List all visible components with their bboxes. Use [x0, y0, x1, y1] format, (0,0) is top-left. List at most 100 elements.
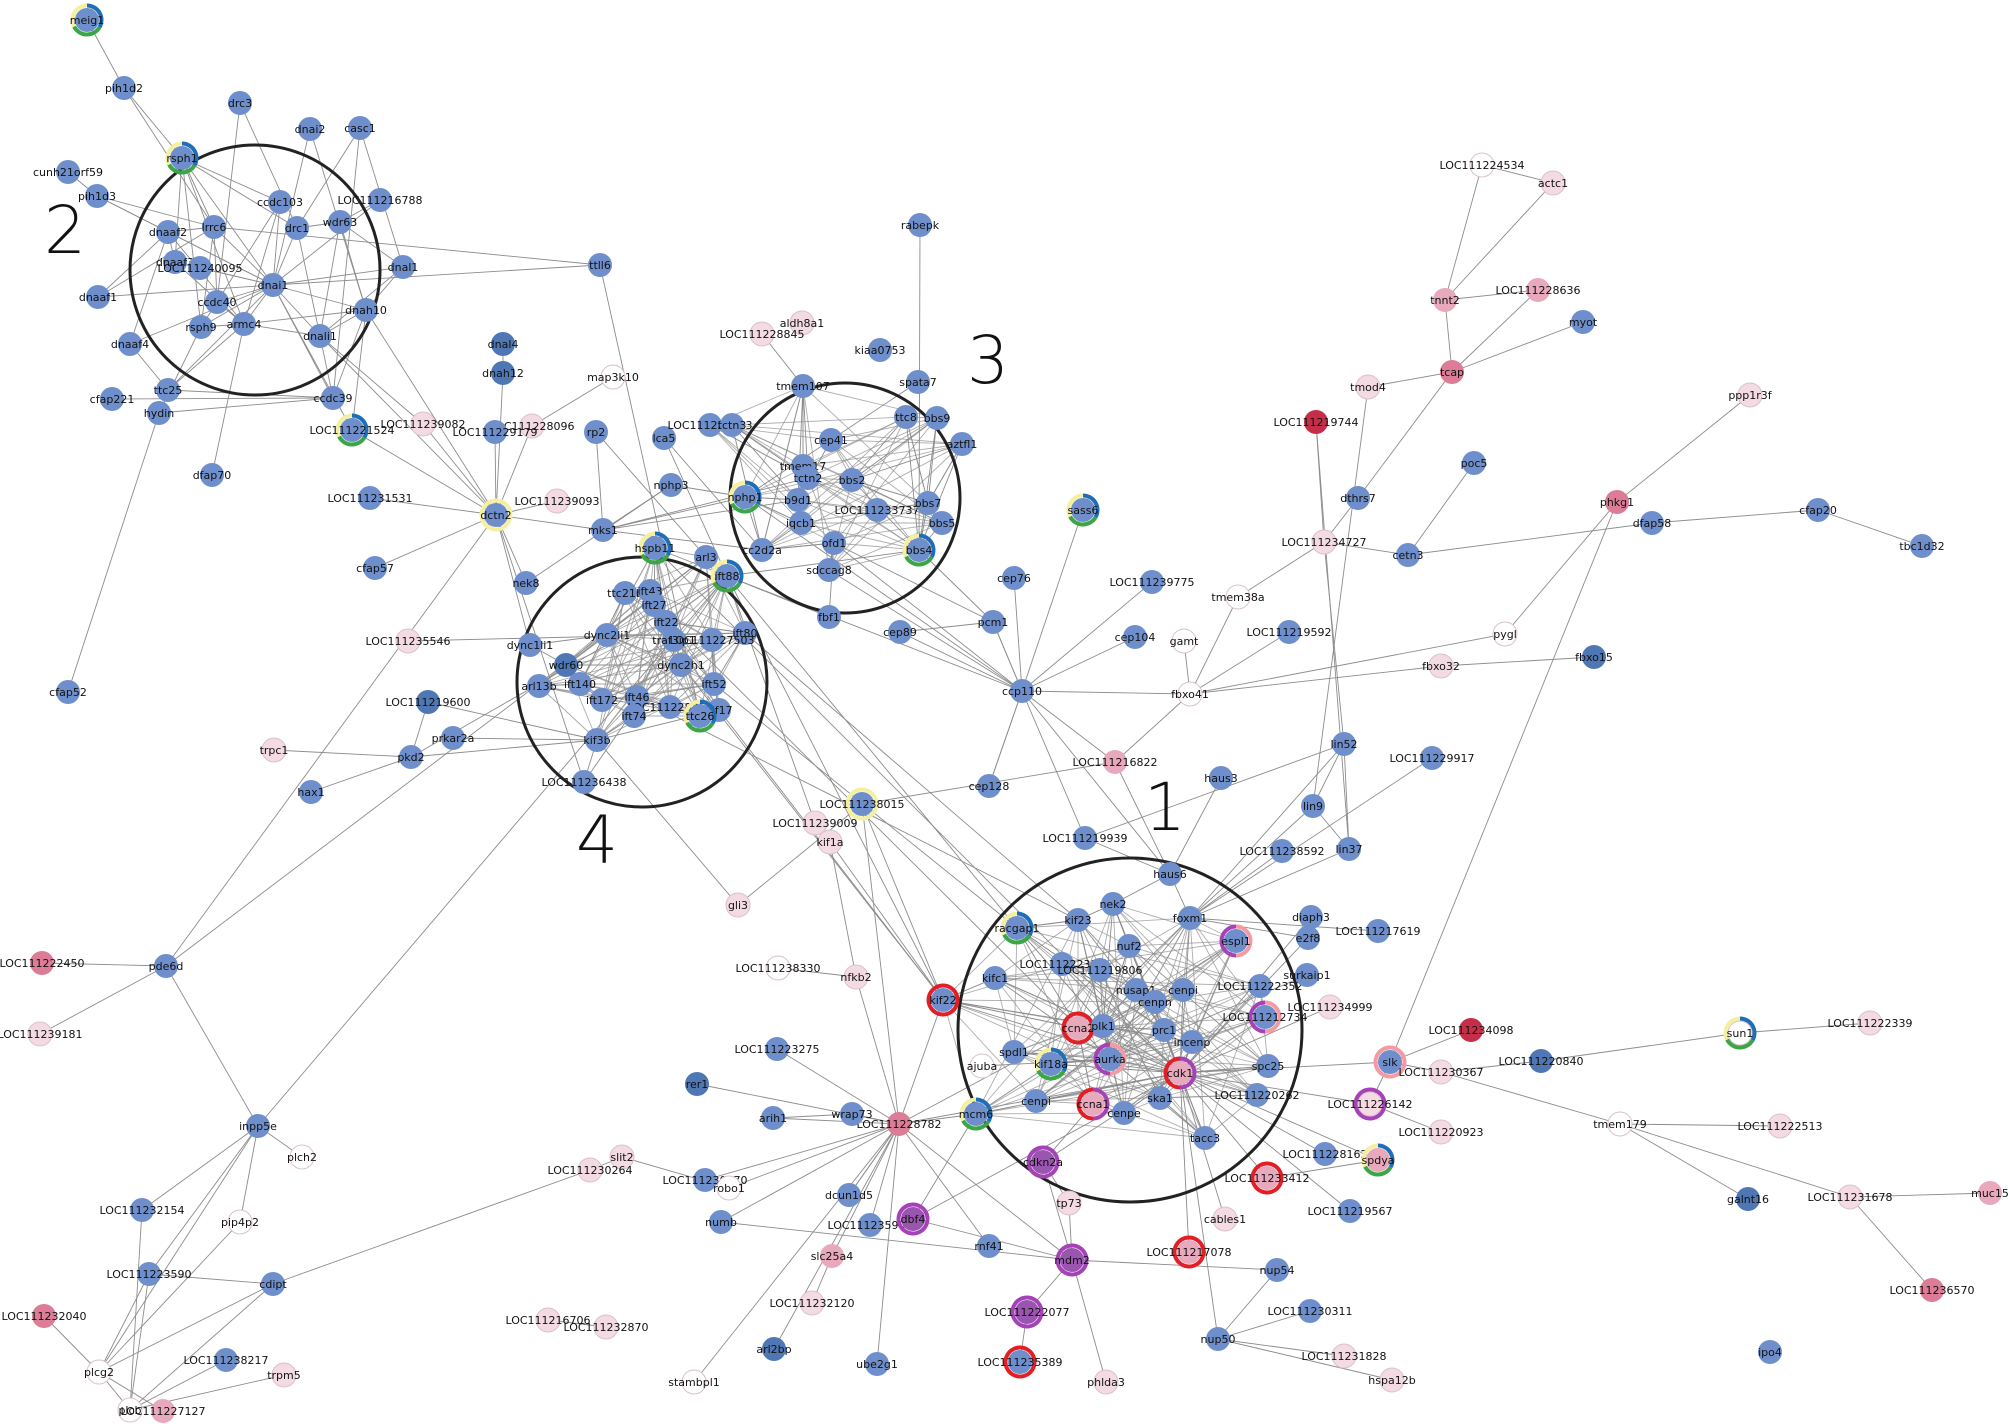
node-loc111235902[interactable]: LOC111235902 — [827, 1213, 913, 1237]
node-poc5[interactable]: poc5 — [1461, 451, 1488, 475]
node-loc111230264[interactable]: LOC111230264 — [547, 1157, 633, 1183]
node-dcun1d5[interactable]: dcun1d5 — [825, 1183, 873, 1207]
node-loc111220923[interactable]: LOC111220923 — [1398, 1119, 1484, 1145]
node-cep76[interactable]: cep76 — [997, 566, 1031, 590]
node-dnaaf1[interactable]: dnaaf1 — [79, 285, 117, 309]
node-pih1d2[interactable]: pih1d2 — [105, 76, 143, 100]
node-loc111222077[interactable]: LOC111222077 — [984, 1295, 1070, 1329]
node-haus6[interactable]: haus6 — [1153, 862, 1187, 886]
node-nphp3[interactable]: nphp3 — [654, 473, 689, 497]
node-bbs2[interactable]: bbs2 — [839, 468, 866, 492]
node-loc111232870[interactable]: LOC111232870 — [563, 1314, 649, 1340]
node-ift140[interactable]: ift140 — [564, 672, 596, 696]
node-ccdc40[interactable]: ccdc40 — [197, 290, 237, 314]
node-loc111222450[interactable]: LOC111222450 — [0, 951, 85, 975]
node-ift172[interactable]: ift172 — [586, 688, 618, 712]
node-loc111228636[interactable]: LOC111228636 — [1495, 278, 1581, 302]
node-loc111239093[interactable]: LOC111239093 — [514, 488, 600, 514]
node-kif1a[interactable]: kif1a — [816, 829, 844, 855]
node-nusap1[interactable]: nusap1 — [1116, 978, 1156, 1002]
node-spc25[interactable]: spc25 — [1252, 1054, 1285, 1078]
node-loc111232120[interactable]: LOC111232120 — [769, 1290, 855, 1316]
node-dbf4[interactable]: dbf4 — [896, 1202, 930, 1236]
node-ift80[interactable]: ift80 — [732, 621, 758, 645]
node-ift88[interactable]: ift88 — [710, 559, 744, 593]
node-loc111221524[interactable]: LOC111221524 — [309, 413, 395, 447]
node-inpp5e[interactable]: inpp5e — [239, 1114, 277, 1138]
node-wdr60[interactable]: wdr60 — [549, 653, 584, 677]
node-kif23[interactable]: kif23 — [1064, 908, 1092, 932]
node-kiaa0753[interactable]: kiaa0753 — [855, 338, 906, 362]
node-pkd2[interactable]: pkd2 — [397, 745, 425, 769]
node-loc111231531[interactable]: LOC111231531 — [327, 486, 413, 510]
node-pygl[interactable]: pygl — [1492, 621, 1518, 647]
node-kif22[interactable]: kif22 — [926, 983, 960, 1017]
node-loc111222513[interactable]: LOC111222513 — [1737, 1113, 1823, 1139]
node-tctn3[interactable]: tctn3 — [718, 413, 747, 437]
node-muc15[interactable]: muc15 — [1971, 1181, 2008, 1205]
node-tacc3[interactable]: tacc3 — [1190, 1126, 1220, 1150]
node-ipo4[interactable]: ipo4 — [1758, 1340, 1782, 1364]
node-robo1[interactable]: robo1 — [713, 1175, 745, 1201]
node-cenpe[interactable]: cenpe — [1107, 1101, 1141, 1125]
node-cep128[interactable]: cep128 — [969, 774, 1010, 798]
node-ska1[interactable]: ska1 — [1147, 1086, 1173, 1110]
node-nek8[interactable]: nek8 — [512, 571, 540, 595]
node-gli3[interactable]: gli3 — [725, 892, 751, 918]
node-dnah10[interactable]: dnah10 — [345, 298, 387, 322]
node-bbs9[interactable]: bbs9 — [924, 406, 951, 430]
node-loc111239009[interactable]: LOC111239009 — [772, 810, 858, 836]
node-cables1[interactable]: cables1 — [1204, 1206, 1246, 1232]
node-loc111230367[interactable]: LOC111230367 — [1398, 1059, 1484, 1085]
node-cdipt[interactable]: cdipt — [259, 1272, 287, 1296]
node-incenp[interactable]: incenp — [1174, 1030, 1211, 1054]
node-espl1[interactable]: espl1 — [1219, 924, 1253, 958]
node-traf3ip1[interactable]: traf3ip1 — [652, 628, 696, 652]
node-dnaaf2[interactable]: dnaaf2 — [149, 220, 187, 244]
node-loc111238330[interactable]: LOC111238330 — [735, 955, 821, 981]
node-rsph9[interactable]: rsph9 — [185, 315, 217, 339]
node-aztfl1[interactable]: aztfl1 — [947, 432, 978, 456]
node-phkg1[interactable]: phkg1 — [1600, 490, 1634, 514]
node-numb[interactable]: numb — [705, 1210, 737, 1234]
node-dthrs7[interactable]: dthrs7 — [1340, 486, 1376, 510]
node-aurka[interactable]: aurka — [1093, 1042, 1127, 1076]
node-loc111219600[interactable]: LOC111219600 — [385, 690, 471, 714]
node-loc111217619[interactable]: LOC111217619 — [1335, 919, 1421, 943]
node-dnaaf3[interactable]: dnaaf3 — [156, 250, 194, 274]
node-ift74[interactable]: ift74 — [621, 704, 647, 728]
node-arih1[interactable]: arih1 — [759, 1106, 787, 1130]
node-loc111229917[interactable]: LOC111229917 — [1389, 746, 1475, 770]
node-tp73[interactable]: tp73 — [1056, 1190, 1082, 1216]
node-drc3[interactable]: drc3 — [228, 91, 252, 115]
node-cetn3[interactable]: cetn3 — [1392, 543, 1424, 567]
node-tmem107[interactable]: tmem107 — [776, 374, 830, 398]
node-ccdc39[interactable]: ccdc39 — [313, 386, 353, 410]
node-ttc26[interactable]: ttc26 — [683, 699, 717, 733]
node-bbs4[interactable]: bbs4 — [902, 533, 936, 567]
node-tmod4[interactable]: tmod4 — [1350, 374, 1386, 400]
node-fbxo41[interactable]: fbxo41 — [1171, 681, 1209, 707]
node-loc111231678[interactable]: LOC111231678 — [1807, 1184, 1893, 1210]
node-loc111231828[interactable]: LOC111231828 — [1301, 1343, 1387, 1369]
node-hax1[interactable]: hax1 — [297, 780, 325, 804]
node-loc111222339[interactable]: LOC111222339 — [1827, 1010, 1913, 1036]
node-wrap73[interactable]: wrap73 — [831, 1102, 873, 1126]
node-tmem179[interactable]: tmem179 — [1593, 1111, 1647, 1137]
node-loc111240095[interactable]: LOC111240095 — [157, 256, 243, 280]
node-foxm1[interactable]: foxm1 — [1173, 906, 1208, 930]
node-haus3[interactable]: haus3 — [1204, 766, 1238, 790]
node-loc111216788[interactable]: LOC111216788 — [337, 188, 423, 212]
node-trpm5[interactable]: trpm5 — [267, 1362, 301, 1388]
node-pih1d3[interactable]: pih1d3 — [78, 184, 116, 208]
node-loc111239775[interactable]: LOC111239775 — [1109, 570, 1195, 594]
node-prc1[interactable]: prc1 — [1152, 1018, 1176, 1042]
node-pde6d[interactable]: pde6d — [149, 954, 184, 978]
node-fbxo32[interactable]: fbxo32 — [1422, 653, 1460, 679]
node-loc111220262[interactable]: LOC111220262 — [1214, 1083, 1300, 1107]
node-mdm2[interactable]: mdm2 — [1054, 1243, 1090, 1277]
node-plch2[interactable]: plch2 — [287, 1144, 317, 1170]
node-tmem38a[interactable]: tmem38a — [1211, 584, 1265, 610]
node-plcg2[interactable]: plcg2 — [84, 1359, 114, 1385]
node-nuf2[interactable]: nuf2 — [1117, 934, 1142, 958]
